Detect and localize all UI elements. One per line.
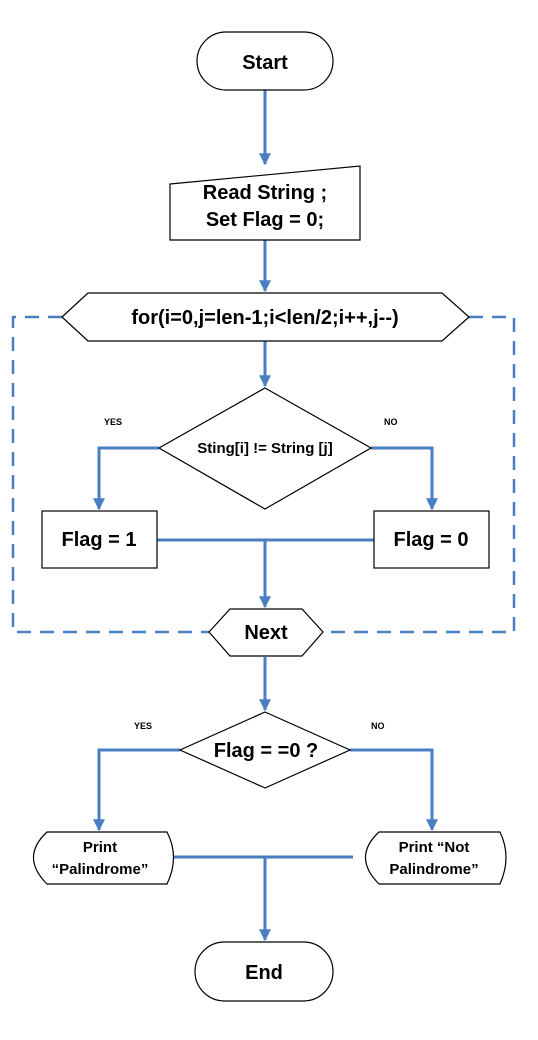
outer-yes-label: YES bbox=[134, 721, 152, 731]
connector-decision-yes bbox=[93, 748, 180, 832]
inner-decision-label: Sting[i] != String [j] bbox=[197, 440, 332, 457]
loop-header-label: for(i=0,j=len-1;i<len/2;i++,j--) bbox=[131, 307, 398, 329]
connector-condition-yes bbox=[93, 446, 159, 511]
loop-boundary-right bbox=[323, 315, 516, 634]
outer-decision: Flag = =0 ? bbox=[178, 711, 352, 789]
outer-no-label: NO bbox=[371, 721, 385, 731]
print-palindrome-line-2: “Palindrome” bbox=[52, 861, 149, 878]
inner-decision: Sting[i] != String [j] bbox=[157, 387, 373, 510]
inner-yes-label: YES bbox=[104, 417, 122, 427]
input-line-1: Read String ; bbox=[203, 182, 327, 204]
print-not-palindrome: Print “Not Palindrome” bbox=[365, 831, 507, 885]
next-block: Next bbox=[208, 608, 324, 657]
connector-condition-no bbox=[371, 446, 438, 511]
loop-boundary-left bbox=[11, 315, 209, 634]
flag-one-label: Flag = 1 bbox=[61, 529, 136, 551]
input-line-2: Set Flag = 0; bbox=[206, 209, 324, 231]
loop-boundary bbox=[11, 315, 516, 634]
connector-decision-no bbox=[350, 748, 438, 832]
inner-no-label: NO bbox=[384, 417, 398, 427]
print-not-palindrome-line-1: Print “Not bbox=[399, 839, 470, 856]
next-label: Next bbox=[244, 622, 288, 644]
connectors bbox=[93, 90, 438, 942]
print-not-palindrome-line-2: Palindrome” bbox=[389, 861, 478, 878]
end-label: End bbox=[245, 962, 283, 984]
print-palindrome-line-1: Print bbox=[83, 839, 117, 856]
loop-header: for(i=0,j=len-1;i<len/2;i++,j--) bbox=[61, 292, 470, 342]
print-palindrome: Print “Palindrome” bbox=[33, 831, 175, 885]
outer-decision-label: Flag = =0 ? bbox=[214, 740, 318, 762]
start-label: Start bbox=[242, 52, 288, 74]
flag-zero-label: Flag = 0 bbox=[393, 529, 468, 551]
input-block: Read String ; Set Flag = 0; bbox=[169, 165, 361, 241]
flag-zero-box: Flag = 0 bbox=[373, 510, 490, 569]
flag-one-box: Flag = 1 bbox=[41, 510, 158, 569]
end-terminator: End bbox=[194, 941, 334, 1002]
start-terminator: Start bbox=[196, 31, 334, 91]
